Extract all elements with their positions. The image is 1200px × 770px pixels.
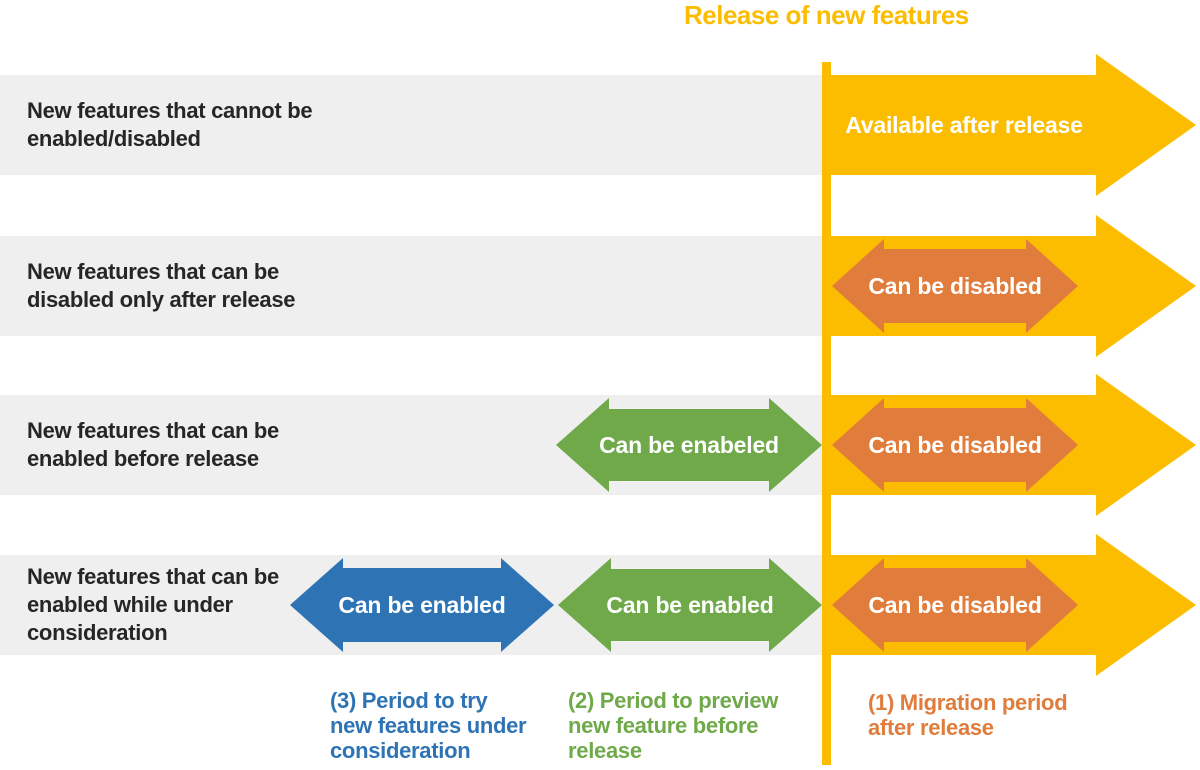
migration-arrow-row2: Can be disabled <box>832 239 1078 333</box>
try-arrow-label-row4: Can be enabled <box>338 591 506 618</box>
arrow-right-point-icon <box>1026 398 1078 492</box>
row-label-1: New features that cannot be enabled/disa… <box>27 98 313 151</box>
release-arrow-head-4 <box>1096 534 1196 676</box>
row-band-2 <box>0 236 822 336</box>
release-arrow-head-2 <box>1096 215 1196 357</box>
migration-arrow-row4: Can be disabled <box>832 558 1078 652</box>
legend-preview-period: (2) Period to preview new feature before… <box>568 688 779 763</box>
release-arrow-body-1 <box>830 75 1098 175</box>
arrow-bar <box>884 249 1026 323</box>
preview-arrow-row3: Can be enabeled <box>556 398 822 492</box>
row-band-1 <box>0 75 822 175</box>
arrow-left-point-icon <box>832 239 884 333</box>
arrow-left-point-icon <box>832 558 884 652</box>
release-arrow-label: Available after release <box>845 111 1083 138</box>
arrow-bar <box>611 569 769 641</box>
row-label-4: New features that can be enabled while u… <box>27 564 279 645</box>
migration-arrow-row3: Can be disabled <box>832 398 1078 492</box>
legend-try-period: (3) Period to try new features under con… <box>330 688 527 763</box>
preview-arrow-label-row4: Can be enabled <box>606 591 774 618</box>
release-divider-line <box>822 62 831 765</box>
arrow-right-point-icon <box>769 398 822 492</box>
migration-arrow-label-row4: Can be disabled <box>868 591 1042 618</box>
migration-arrow-label-row2: Can be disabled <box>868 272 1042 299</box>
arrow-right-point-icon <box>1026 239 1078 333</box>
arrow-right-point-icon <box>501 558 554 652</box>
arrow-left-point-icon <box>290 558 343 652</box>
diagram-title: Release of new features <box>684 0 969 30</box>
preview-arrow-row4: Can be enabled <box>558 558 822 652</box>
legend-migration-period: (1) Migration period after release <box>868 690 1068 740</box>
arrow-bar <box>609 409 769 481</box>
arrow-bar <box>343 568 501 642</box>
row-label-3: New features that can be enabled before … <box>27 418 279 471</box>
arrow-right-point-icon <box>1026 558 1078 652</box>
preview-arrow-label-row3: Can be enabeled <box>599 431 779 458</box>
release-arrow-head-3 <box>1096 374 1196 516</box>
row-label-2: New features that can be disabled only a… <box>27 259 296 312</box>
migration-arrow-label-row3: Can be disabled <box>868 431 1042 458</box>
arrow-left-point-icon <box>558 558 611 652</box>
arrow-left-point-icon <box>556 398 609 492</box>
arrow-right-point-icon <box>769 558 822 652</box>
arrow-left-point-icon <box>832 398 884 492</box>
arrow-bar <box>884 408 1026 482</box>
try-arrow-row4: Can be enabled <box>290 558 554 652</box>
release-arrow-head-1 <box>1096 54 1196 196</box>
arrow-bar <box>884 568 1026 642</box>
